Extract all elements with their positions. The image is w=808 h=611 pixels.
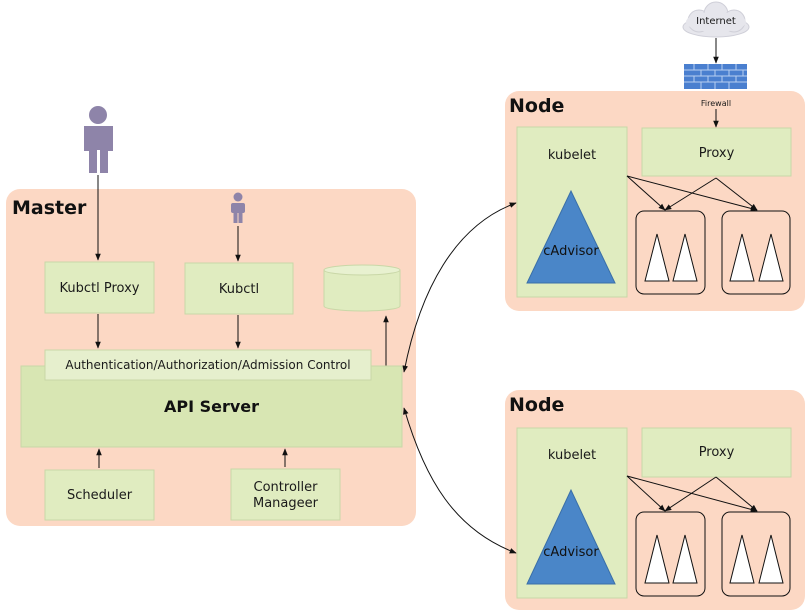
pod-icon [721, 511, 791, 597]
kubectl-label: Kubctl [219, 282, 259, 297]
firewall-icon [684, 64, 747, 89]
auth-label: Authentication/Authorization/Admission C… [65, 358, 350, 372]
pod-icon [721, 210, 791, 295]
database-icon [323, 264, 401, 312]
cadvisor-label: cAdvisor [543, 244, 599, 259]
pod-icon [635, 210, 706, 295]
scheduler-box[interactable] [44, 469, 155, 521]
proxy-label: Proxy [699, 445, 735, 460]
internet-label: Internet [696, 16, 736, 27]
pod-icon [635, 511, 706, 597]
connector-api-node2 [403, 407, 517, 554]
node-title: Node [509, 394, 564, 416]
controller-label-line1: Controller [254, 480, 319, 495]
kubectl-box[interactable] [184, 262, 294, 315]
controller-manager-box[interactable] [230, 468, 341, 521]
controller-label-line2: Manageer [253, 496, 319, 511]
person-icon [84, 106, 113, 173]
node-title: Node [509, 95, 564, 117]
scheduler-label: Scheduler [67, 488, 133, 503]
person-icon [231, 192, 245, 223]
firewall-label: Firewall [701, 99, 731, 108]
proxy-box[interactable] [641, 427, 792, 478]
cadvisor-triangle [526, 488, 616, 585]
kubectl-proxy-label: Kubctl Proxy [60, 281, 140, 296]
cadvisor-triangle [526, 189, 616, 284]
master-title: Master [12, 197, 87, 219]
kubelet-label: kubelet [548, 148, 596, 163]
connector-api-node1 [402, 202, 517, 373]
proxy-label: Proxy [699, 146, 735, 161]
cadvisor-label: cAdvisor [543, 545, 599, 560]
kubelet-label: kubelet [548, 448, 596, 463]
kubectl-proxy-box[interactable] [44, 261, 155, 314]
api-server-label: API Server [164, 397, 259, 416]
proxy-box[interactable] [641, 127, 792, 177]
auth-box[interactable] [44, 349, 372, 381]
